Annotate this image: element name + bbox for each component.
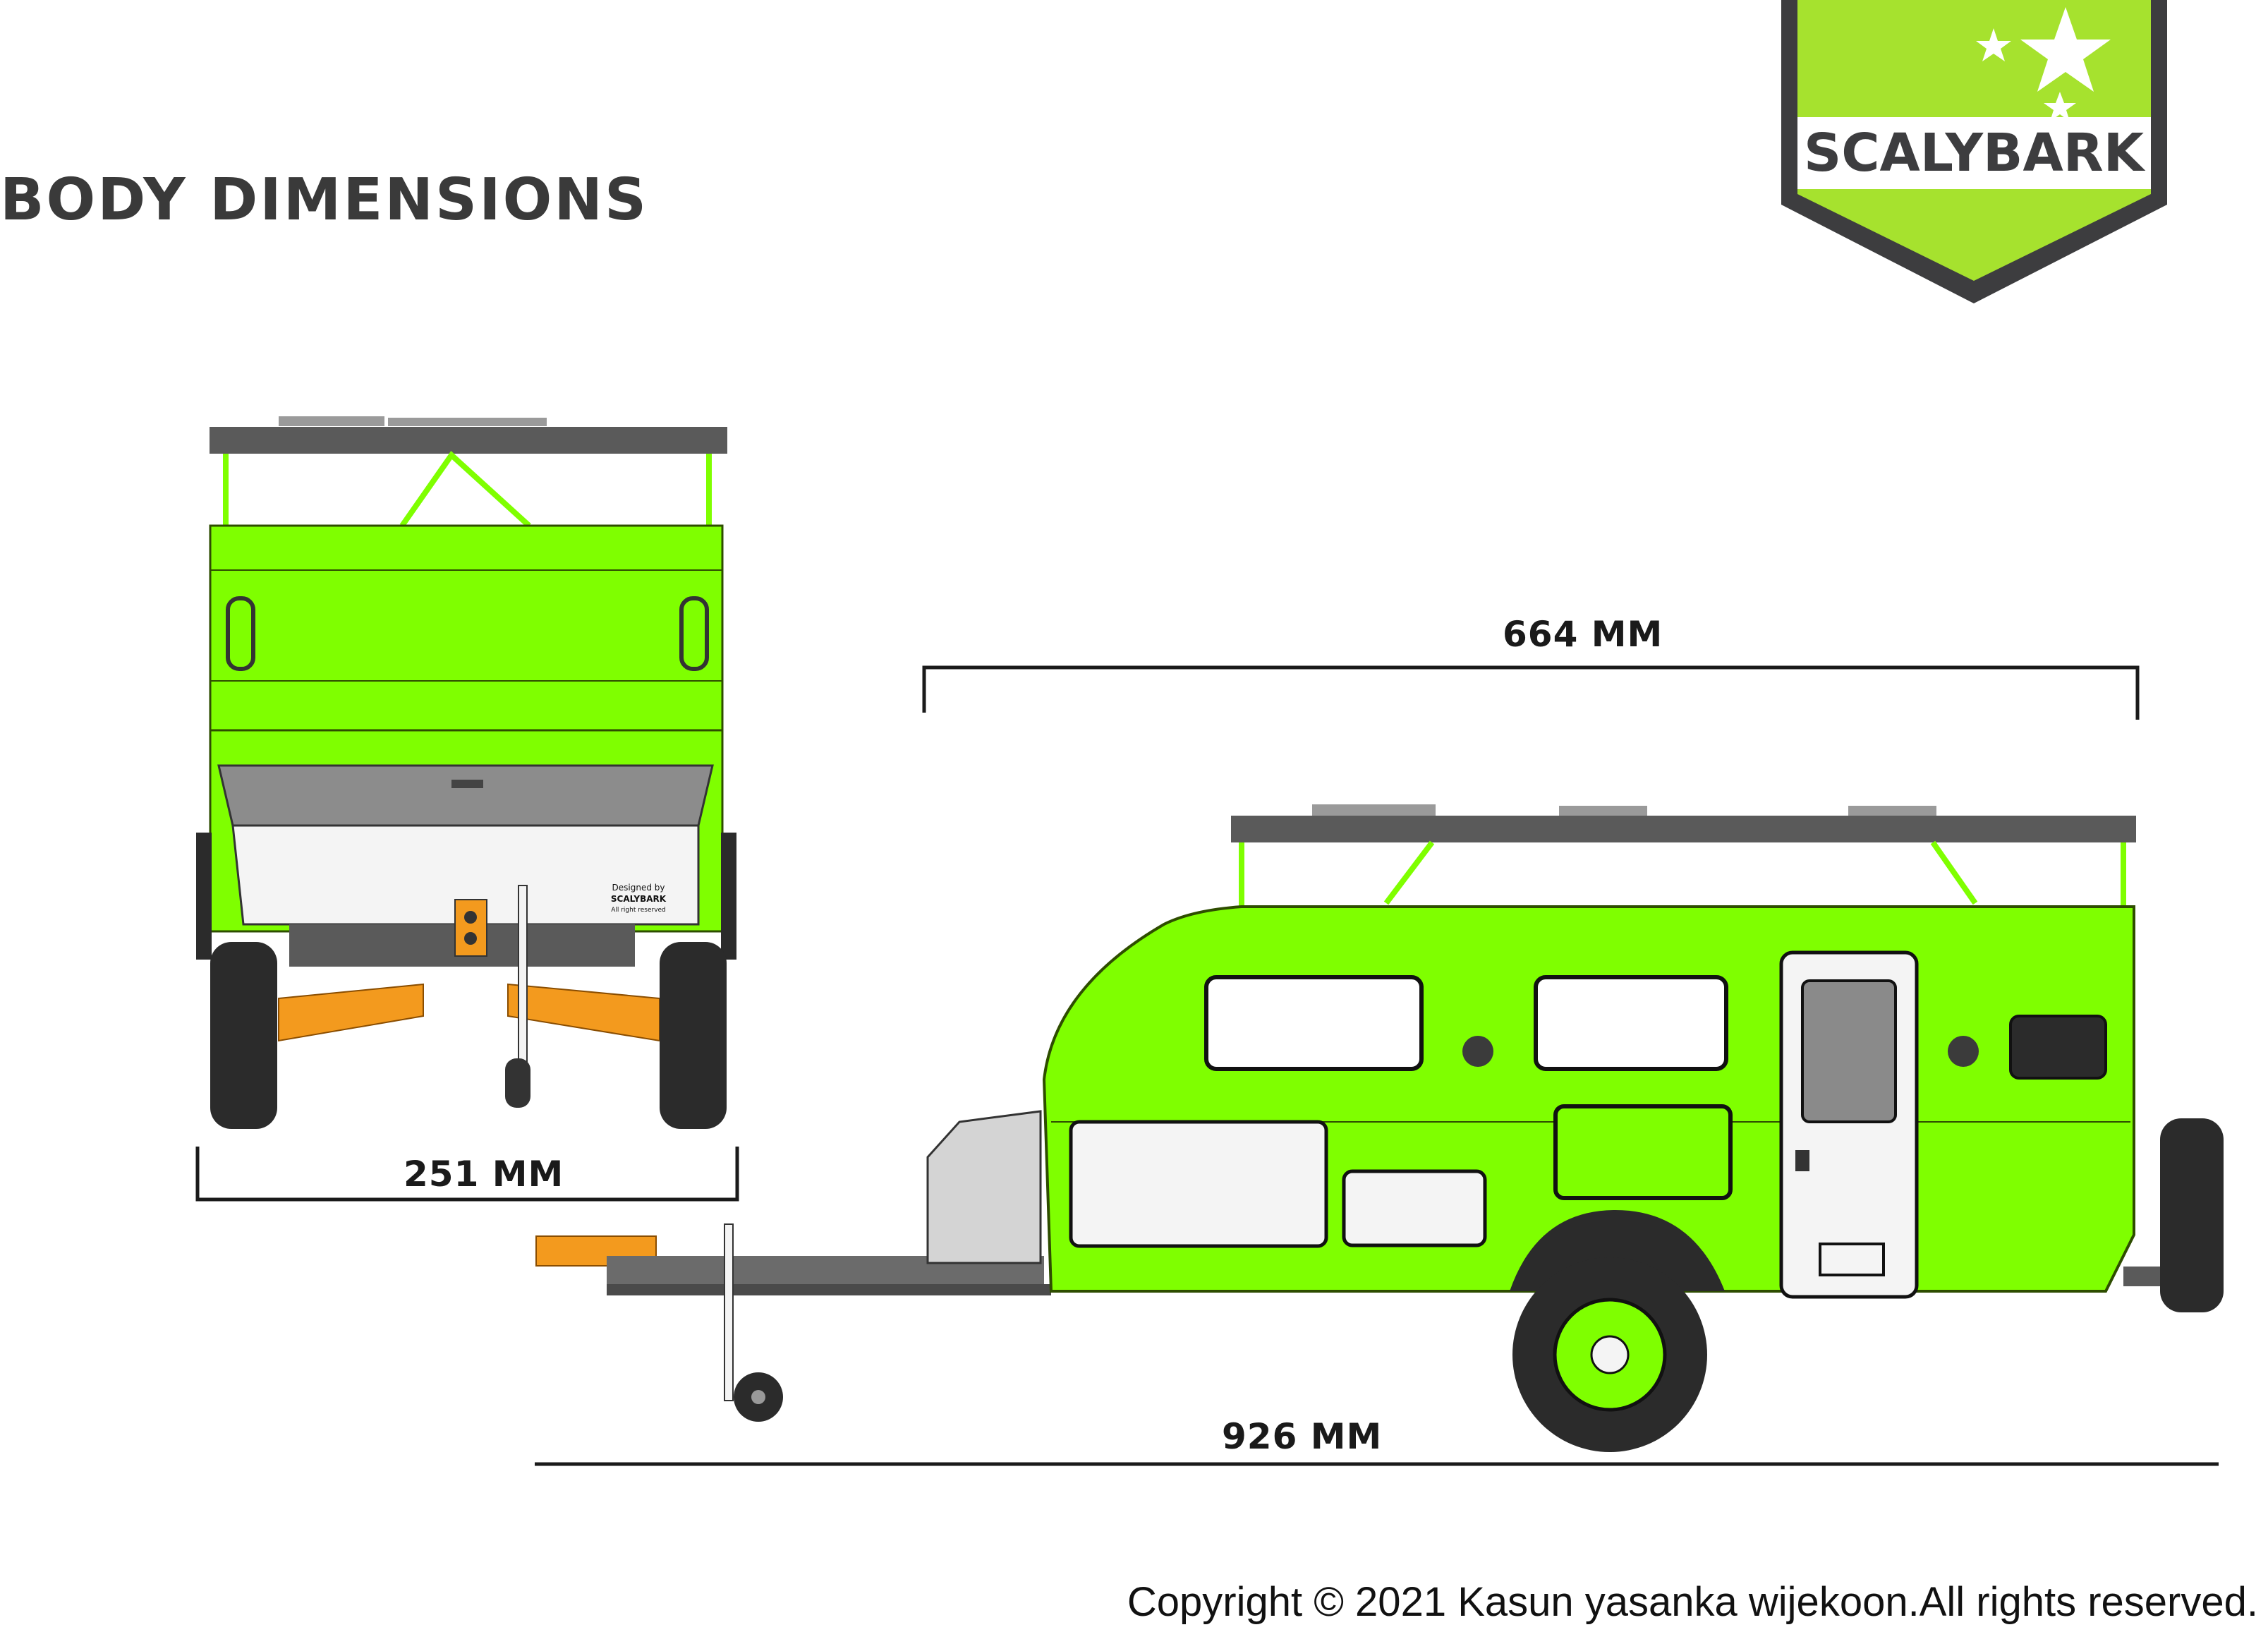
side-window-dark: [2009, 1015, 2107, 1080]
rear-width-label: 251 MM: [404, 1154, 564, 1195]
body-length-label: 664 MM: [1503, 614, 1663, 655]
rear-badge-line1: Designed by: [612, 883, 665, 893]
rear-badge-line3: All right reserved: [611, 907, 666, 914]
rear-roof-rack-bar: [210, 427, 727, 454]
side-hatch-small: [1342, 1169, 1487, 1247]
rear-roof-hatch-center: [388, 418, 547, 426]
side-hatch-large: [1069, 1120, 1328, 1248]
rear-rack-strut: [399, 450, 531, 528]
side-door-window: [1801, 979, 1897, 1123]
side-jockey-post: [724, 1223, 734, 1401]
rear-suspension-right: [507, 983, 660, 1042]
rear-right-handle: [679, 596, 709, 671]
rear-left-handle: [226, 596, 255, 671]
logo-bottom-green: [1797, 189, 2151, 281]
logo-brand-text: SCALYBARK: [1804, 123, 2146, 183]
side-front-storage-box: [926, 1110, 1042, 1264]
side-window-center: [1534, 975, 1728, 1071]
rear-jockey-wheel: [505, 1058, 530, 1108]
star-shield-icon: [1976, 7, 2111, 121]
rear-storage-box-panel: [231, 824, 700, 926]
logo-text-band: [1797, 117, 2151, 189]
rear-body-upper: [209, 524, 724, 732]
side-roof-rack-bar: [1231, 816, 2136, 842]
dimension-rear-width: [195, 1147, 739, 1202]
side-vent-right: [1948, 1036, 1979, 1067]
dimension-body-length: [922, 665, 2140, 720]
overall-length-label: 926 MM: [1222, 1416, 1383, 1457]
side-view-trailer: [535, 804, 2224, 1452]
rear-wheel-left: [210, 942, 277, 1129]
rear-storage-box-lid: [217, 764, 714, 827]
rear-view-trailer: Designed by SCALYBARK All right reserved: [196, 416, 736, 1129]
rear-badge-line2: SCALYBARK: [611, 894, 667, 904]
side-spare-wheel: [2160, 1118, 2224, 1312]
rear-jockey-post: [518, 885, 528, 1063]
side-hatch-green: [1553, 1104, 1733, 1200]
rear-hitch-plate: [454, 899, 487, 957]
scalybark-logo: SCALYBARK: [1781, 0, 2167, 303]
logo-top-green: [1797, 0, 2151, 119]
rear-suspension-left: [278, 983, 424, 1042]
rear-wheel-right: [660, 942, 727, 1129]
page-title: BODY DIMENSIONS: [0, 167, 649, 234]
side-window-left: [1204, 975, 1424, 1071]
side-drawbar-lower: [607, 1284, 1051, 1295]
side-vent-left: [1462, 1036, 1493, 1067]
copyright-notice: Copyright © 2021 Kasun yasanka wijekoon.…: [1127, 1579, 2258, 1625]
rear-roof-hatch-left: [279, 416, 384, 426]
